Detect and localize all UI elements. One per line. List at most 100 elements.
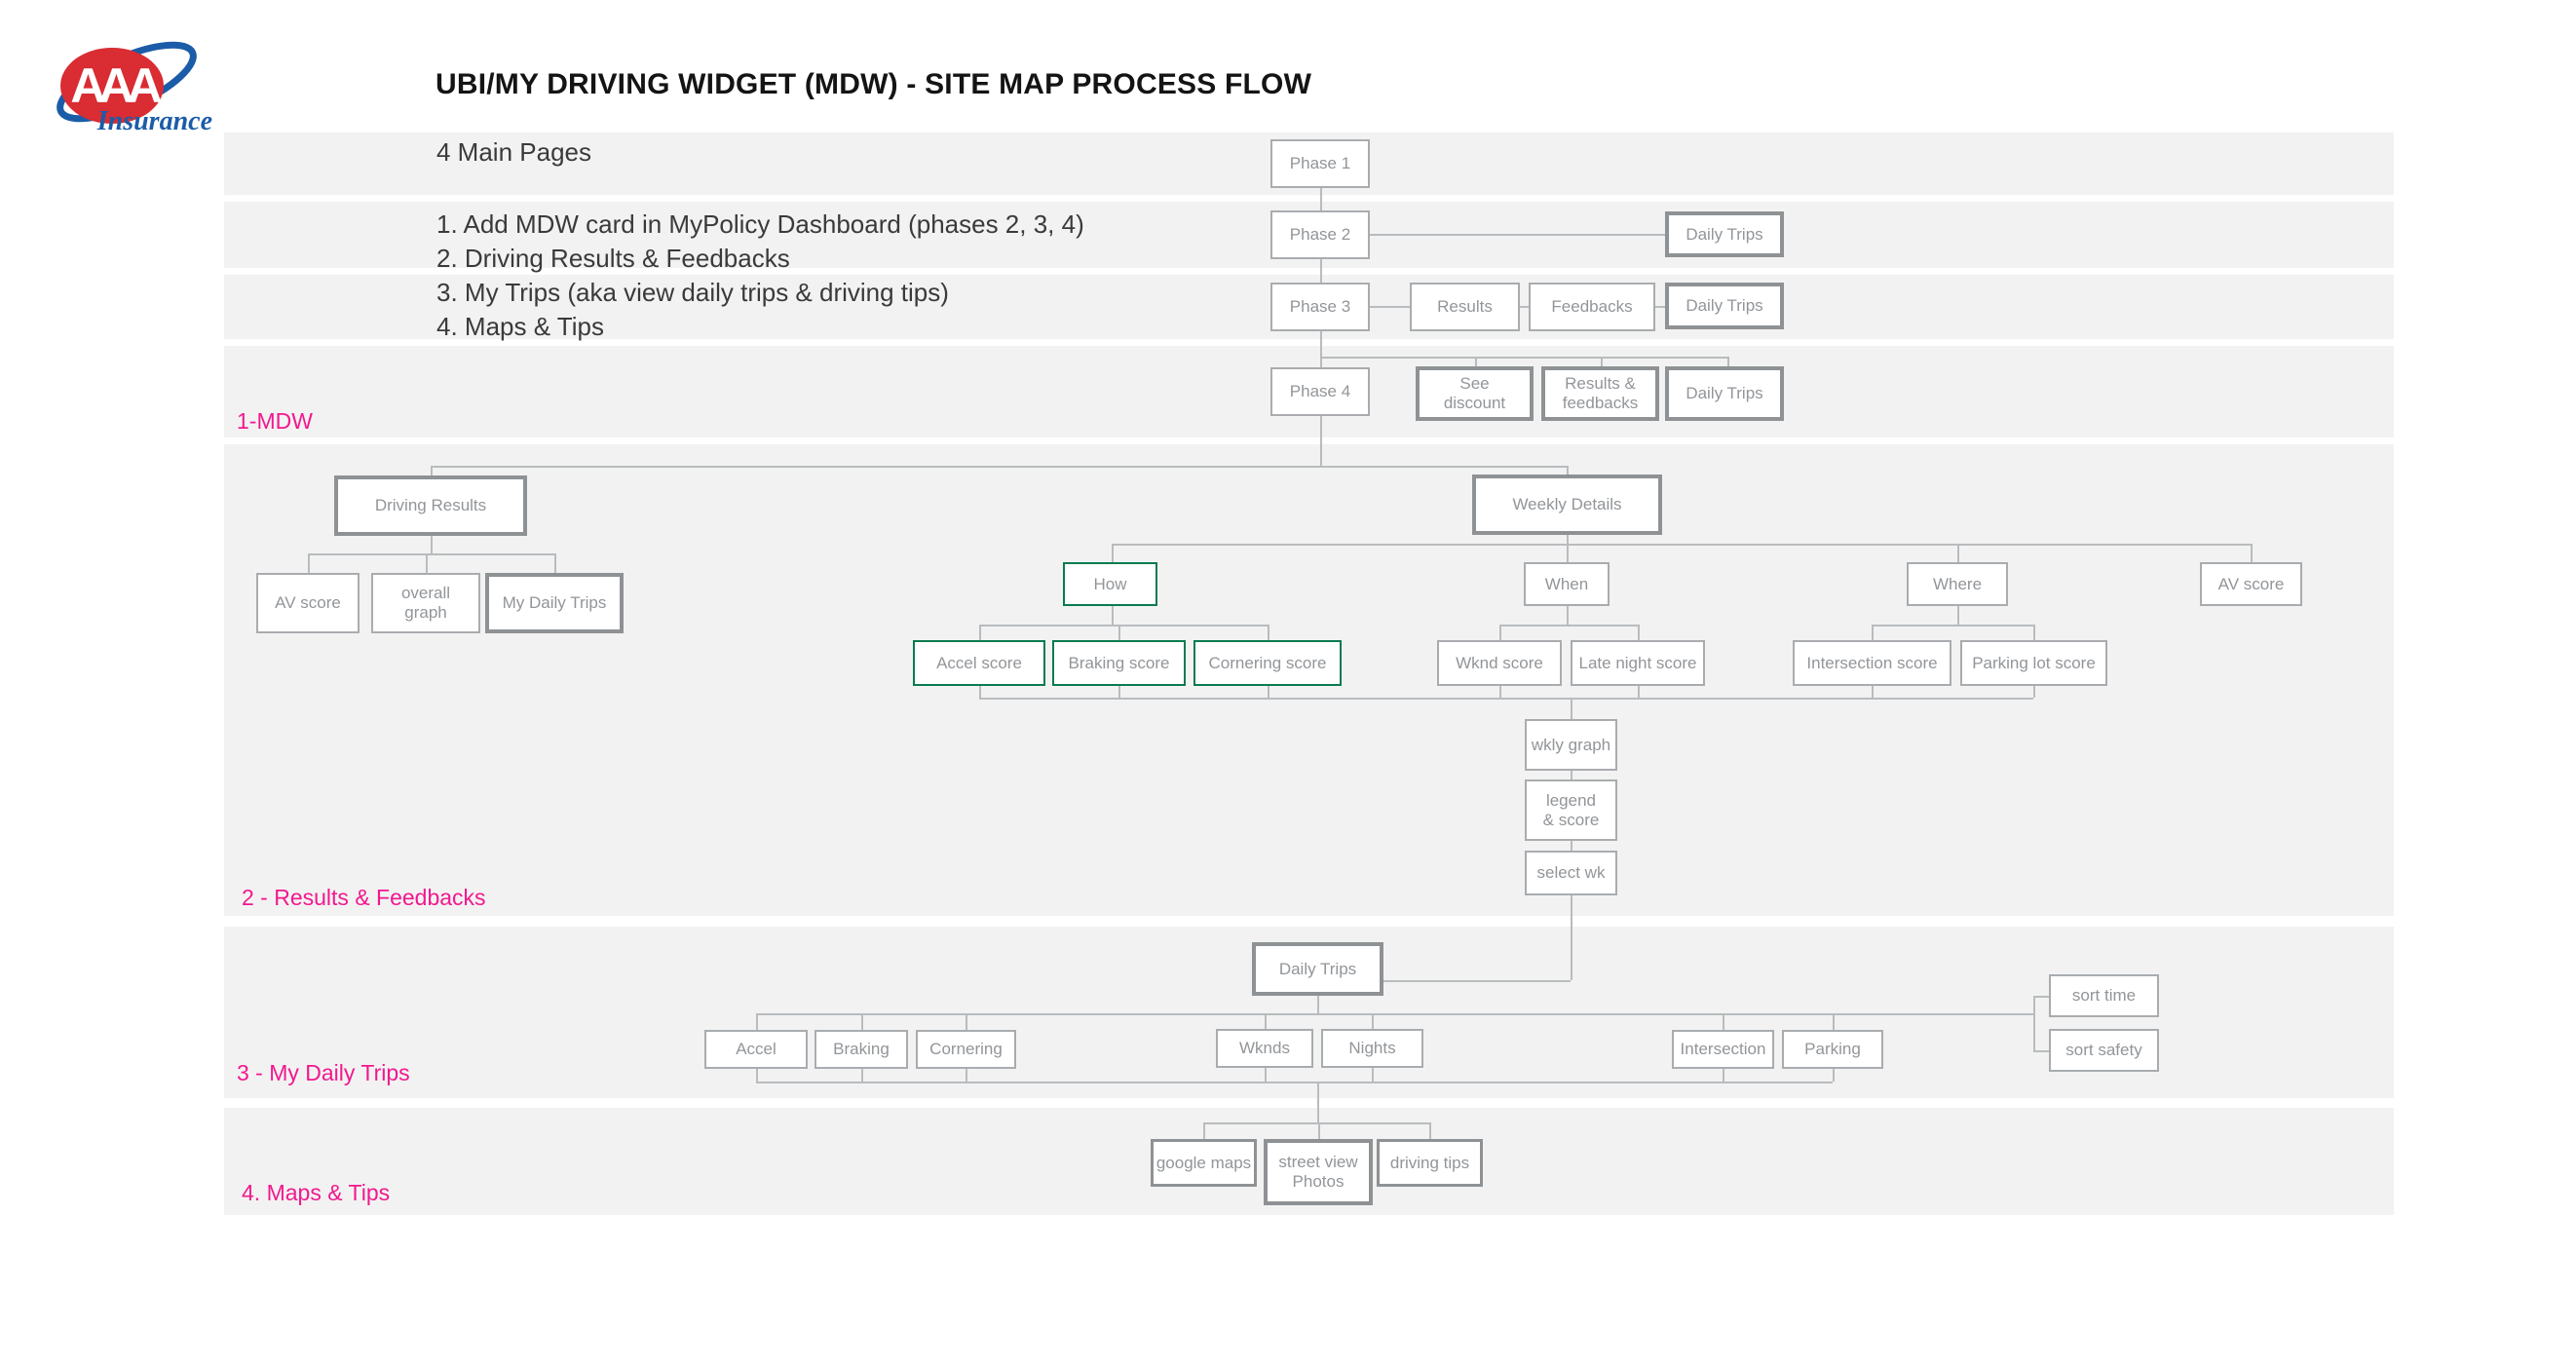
connector-line (308, 553, 554, 555)
node-phase-2: Phase 2 (1270, 210, 1370, 259)
connector-line (1727, 357, 1729, 366)
node-legend-score: legend & score (1525, 779, 1617, 841)
node-phase-3: Phase 3 (1270, 283, 1370, 331)
node-daily-trips-main: Daily Trips (1252, 942, 1383, 996)
connector-line (1265, 1013, 1267, 1029)
node-av-score-right: AV score (2200, 562, 2302, 606)
node-late-night-score: Late night score (1571, 640, 1705, 686)
connector-line (1499, 625, 1501, 640)
connector-line (1571, 771, 1572, 779)
node-sort-safety: sort safety (2049, 1029, 2159, 1072)
logo-oval (60, 48, 164, 124)
node-wkly-graph: wkly graph (1525, 719, 1617, 771)
node-wknds: Wknds (1216, 1029, 1313, 1068)
connector-line (1203, 1122, 1205, 1139)
node-daily-trips-p4: Daily Trips (1665, 366, 1784, 421)
connector-line (1318, 1122, 1320, 1139)
node-daily-trips-p3: Daily Trips (1665, 283, 1784, 329)
connector-line (1268, 686, 1269, 698)
connector-line (979, 686, 981, 698)
connector-line (1265, 1068, 1267, 1082)
node-overall-graph: overall graph (371, 573, 480, 633)
node-street-view-photos: street view Photos (1264, 1139, 1373, 1205)
connector-line (431, 536, 433, 553)
node-wknd-score: Wknd score (1437, 640, 1562, 686)
connector-line (966, 1013, 967, 1030)
connector-line (1567, 535, 1569, 544)
list-item-1: 1. Add MDW card in MyPolicy Dashboard (p… (436, 209, 1084, 239)
connector-line (1499, 686, 1501, 698)
node-results: Results (1410, 283, 1520, 331)
section-label-3-my-daily-trips: 3 - My Daily Trips (237, 1060, 410, 1085)
connector-line (1638, 686, 1640, 698)
node-results-feedbacks: Results & feedbacks (1541, 366, 1659, 421)
connector-line (1118, 625, 1120, 640)
connector-line (1957, 606, 1959, 625)
connector-line (1320, 188, 1322, 367)
node-where: Where (1907, 562, 2008, 606)
connector-line (756, 1013, 2033, 1015)
connector-line (1112, 544, 1114, 562)
connector-line (1499, 625, 1638, 627)
node-parking-lot-score: Parking lot score (1960, 640, 2107, 686)
section-label-4-maps-tips: 4. Maps & Tips (242, 1180, 391, 1205)
connector-line (426, 553, 428, 573)
connector-line (1370, 234, 1665, 236)
connector-line (1833, 1069, 1835, 1082)
connector-line (2251, 544, 2253, 562)
node-accel-score: Accel score (913, 640, 1045, 686)
connector-line (1112, 544, 2251, 546)
connector-line (2033, 996, 2035, 1050)
connector-line (1320, 416, 1322, 466)
node-when: When (1524, 562, 1610, 606)
page-title: UBI/MY DRIVING WIDGET (MDW) - SITE MAP P… (436, 68, 1312, 100)
connector-line (979, 625, 981, 640)
connector-line (2033, 686, 2035, 698)
connector-line (756, 1069, 758, 1082)
node-intersection: Intersection (1672, 1030, 1774, 1069)
node-accel: Accel (704, 1030, 808, 1069)
node-intersection-score: Intersection score (1793, 640, 1951, 686)
connector-line (1475, 357, 1477, 366)
connector-line (1268, 625, 1269, 640)
node-select-wk: select wk (1525, 851, 1617, 895)
connector-line (308, 553, 310, 573)
logo-insurance-text: Insurance (96, 106, 212, 136)
connector-line (1638, 625, 1640, 640)
connector-line (1372, 1013, 1374, 1029)
connector-line (1872, 625, 1874, 640)
node-driving-results: Driving Results (334, 475, 527, 536)
node-my-daily-trips: My Daily Trips (485, 573, 624, 633)
connector-line (1317, 996, 1319, 1013)
connector-line (1872, 686, 1874, 698)
connector-line (756, 1082, 1833, 1083)
connector-line (1372, 1068, 1374, 1082)
node-cornering: Cornering (916, 1030, 1016, 1069)
node-google-maps: google maps (1151, 1139, 1257, 1187)
list-item-2: 2. Driving Results & Feedbacks (436, 244, 790, 273)
section-label-1-mdw: 1-MDW (237, 408, 313, 434)
connector-line (1571, 698, 1572, 719)
node-how: How (1063, 562, 1157, 606)
connector-line (1833, 1013, 1835, 1030)
connector-line (1571, 841, 1572, 851)
connector-line (1872, 625, 2033, 627)
list-item-3: 3. My Trips (aka view daily trips & driv… (436, 278, 949, 307)
node-feedbacks: Feedbacks (1529, 283, 1655, 331)
connector-line (979, 698, 2033, 700)
node-weekly-details: Weekly Details (1472, 475, 1662, 535)
connector-line (979, 625, 1268, 627)
node-phase-4: Phase 4 (1270, 367, 1370, 416)
connector-line (554, 553, 556, 573)
connector-line (431, 466, 1567, 468)
connector-line (1567, 606, 1569, 625)
main-pages-list: 1. Add MDW card in MyPolicy Dashboard (p… (436, 208, 1084, 344)
connector-line (2033, 625, 2035, 640)
node-phase-1: Phase 1 (1270, 139, 1370, 188)
node-av-score-left: AV score (256, 573, 360, 633)
node-daily-trips-p2: Daily Trips (1665, 211, 1784, 257)
node-sort-time: sort time (2049, 974, 2159, 1017)
connector-line (1601, 357, 1603, 366)
intro-line: 4 Main Pages (436, 137, 591, 167)
